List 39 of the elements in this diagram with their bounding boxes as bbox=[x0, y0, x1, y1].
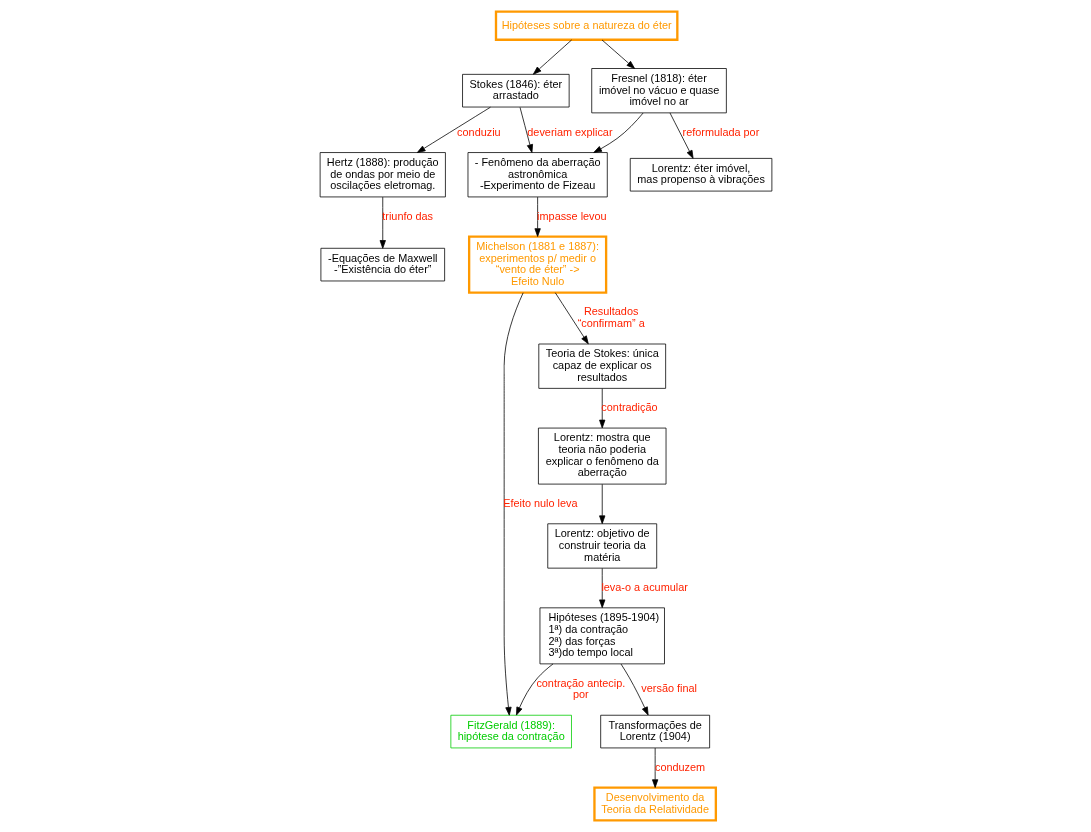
arrow bbox=[515, 663, 553, 716]
edge-label: conduzem bbox=[654, 760, 705, 773]
node-box: Desenvolvimento da Teoria da Relatividade bbox=[592, 786, 717, 822]
arrow bbox=[651, 747, 658, 788]
edge-label: reformulada por bbox=[682, 125, 759, 138]
arrow bbox=[669, 112, 693, 159]
edge-label: Efeito nulo leva bbox=[502, 496, 578, 509]
node-box: Hertz (1888): produção de ondas por meio de oscilações eletromag. bbox=[319, 152, 446, 198]
node-box: Transformações de Lorentz (1904) bbox=[599, 714, 710, 749]
node-box: Lorentz: objetivo de construir teoria da matéria bbox=[546, 523, 657, 569]
node-box: FitzGerald (1889): hipótese da contração bbox=[449, 714, 572, 749]
arrow bbox=[592, 112, 643, 153]
arrow bbox=[416, 106, 491, 153]
edge-label: conduziu bbox=[456, 125, 501, 138]
edge-label: triunfo das bbox=[381, 209, 433, 222]
arrow bbox=[620, 663, 649, 716]
node-box: Hipóteses (1895-1904) 1ª) da contração 2ª) das forças 3ª)do tempo local bbox=[539, 607, 665, 665]
arrow bbox=[519, 107, 533, 153]
edge-label: contração antecip. por bbox=[535, 676, 625, 701]
arrow bbox=[601, 39, 635, 69]
node-box: Teoria de Stokes: única capaz de explicar os resultados bbox=[537, 343, 666, 389]
arrow bbox=[379, 196, 386, 249]
node-box: - Fenômeno da aberração astronômica -Experimento de Fizeau bbox=[467, 152, 608, 198]
arrow bbox=[598, 483, 605, 524]
arrow bbox=[532, 39, 572, 75]
arrow bbox=[598, 388, 605, 429]
node-box: -Equações de Maxwell -”Existência do éter” bbox=[320, 247, 445, 282]
node-box: Michelson (1881 e 1887): experimentos p/ medir o “vento de éter” -> Efeito Nulo bbox=[467, 235, 607, 294]
arrow bbox=[503, 292, 524, 716]
edge-label: versão final bbox=[640, 682, 697, 695]
node-box: Stokes (1846): éter arrastado bbox=[461, 73, 570, 108]
node-box: Fresnel (1818): éter imóvel no vácuo e quase imóvel no ar bbox=[590, 68, 727, 114]
edge-label: Resultados “confirmam” a bbox=[577, 305, 645, 330]
arrow bbox=[554, 292, 589, 345]
node-box: Lorentz: mostra que teoria não poderia explicar o fenômeno da aberração bbox=[537, 427, 666, 485]
node-box: Hipóteses sobre a natureza do éter bbox=[494, 10, 678, 41]
edge-label: deveriam explicar bbox=[526, 125, 613, 138]
node-box: Lorentz: éter imóvel, mas propenso à vibrações bbox=[629, 158, 772, 192]
arrow bbox=[534, 196, 541, 237]
